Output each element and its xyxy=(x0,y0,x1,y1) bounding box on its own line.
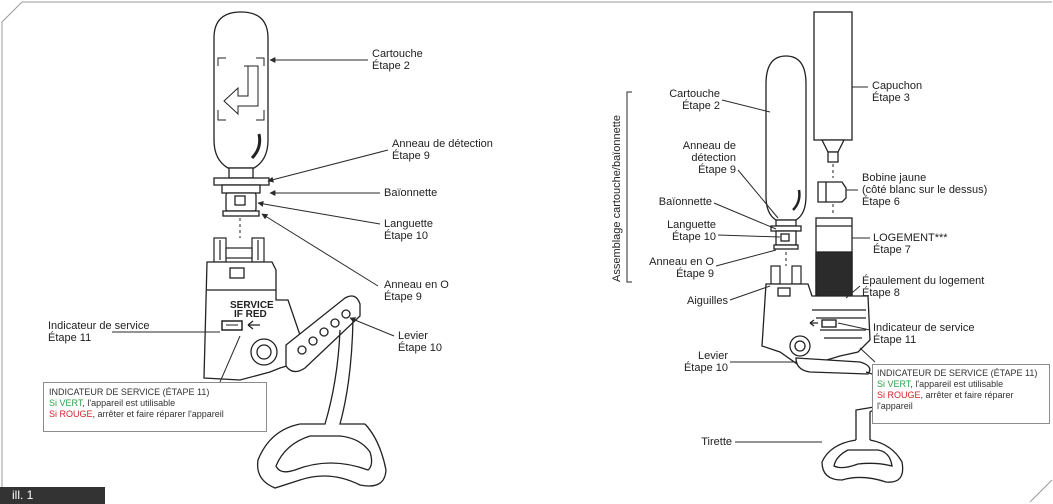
label-assembly-vertical: Assemblage cartouche/baïonnette xyxy=(611,115,623,282)
left-bayonet xyxy=(213,177,270,217)
left-lever xyxy=(285,295,361,373)
right-pointers xyxy=(713,86,876,443)
right-info-red: Si ROUGE, arrêter et faire réparer xyxy=(877,390,1014,400)
right-bayonet xyxy=(770,225,802,250)
left-device-service-text: SERVICE xyxy=(230,300,274,311)
left-needles xyxy=(213,237,265,263)
left-pull-cord xyxy=(256,317,387,489)
right-info-red-cont: l'appareil xyxy=(877,401,913,411)
right-cartridge xyxy=(765,55,807,227)
right-service-info-box: INDICATEUR DE SERVICE (ÉTAPE 11) Si VERT… xyxy=(872,364,1050,424)
label-right-baionnette: Baïonnette xyxy=(658,196,712,208)
label-right-bobine: Bobine jaune(côté blanc sur le dessus)Ét… xyxy=(862,172,988,208)
label-right-logement: LOGEMENT***Étape 7 xyxy=(873,232,948,256)
right-bobbin xyxy=(817,181,847,203)
figure-label: ill. 1 xyxy=(0,487,105,504)
right-info-green: Si VERT, l'appareil est utilisable xyxy=(877,379,1004,389)
right-housing xyxy=(815,217,853,303)
right-body xyxy=(761,283,871,367)
left-info-green: Si VERT, l'appareil est utilisable xyxy=(49,398,176,408)
right-info-title: INDICATEUR DE SERVICE (ÉTAPE 11) xyxy=(877,368,1038,378)
left-device-ifred-text: IF RED xyxy=(234,309,267,320)
right-lever xyxy=(795,357,871,375)
left-info-title: INDICATEUR DE SERVICE (ÉTAPE 11) xyxy=(49,387,210,397)
assembly-bracket xyxy=(626,91,632,283)
left-body xyxy=(203,261,301,381)
label-right-tirette: Tirette xyxy=(701,436,732,448)
left-pointers xyxy=(112,57,395,383)
left-cartridge xyxy=(213,11,269,179)
right-needles xyxy=(770,265,802,285)
left-cartridge-arrow xyxy=(217,57,265,121)
right-cap xyxy=(813,11,853,163)
left-service-info-box: INDICATEUR DE SERVICE (ÉTAPE 11) Si VERT… xyxy=(43,382,267,432)
left-info-red: Si ROUGE, arrêter et faire réparer l'app… xyxy=(49,409,224,419)
label-right-aiguilles: Aiguilles xyxy=(687,295,728,307)
label-left-baionnette: Baïonnette xyxy=(384,187,438,199)
